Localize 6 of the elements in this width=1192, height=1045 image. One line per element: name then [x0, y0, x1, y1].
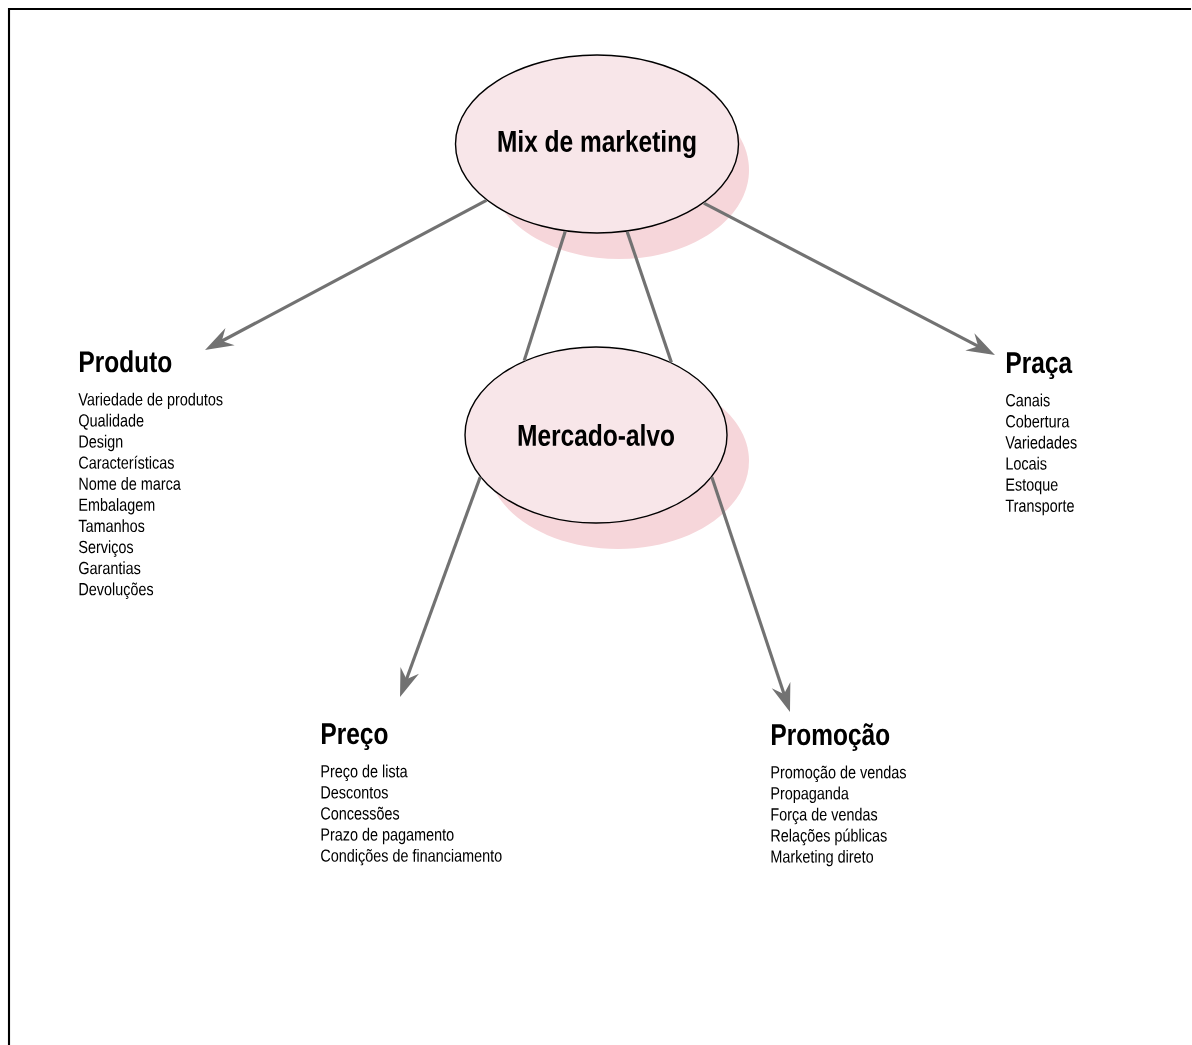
ellipse-node: Mix de marketing: [454, 54, 749, 259]
item-list: Preço Preço de lista Descontos Concessões Prazo de pagamento Condições de financiamento: [321, 723, 502, 866]
item-list: Promoção Promoção de vendas Propaganda Força de vendas Relações públicas Marketing direto: [771, 723, 906, 867]
item-list: Produto Variedade de produtos Qualidade Design Características Nome de marca Embalagem Tamanhos Serviços Garantias Devoluções: [78, 350, 223, 599]
ellipse-node: Mercado-alvo: [464, 346, 749, 549]
item-list: Praça Canais Cobertura Variedades Locais Estoque Transporte: [1005, 352, 1077, 516]
